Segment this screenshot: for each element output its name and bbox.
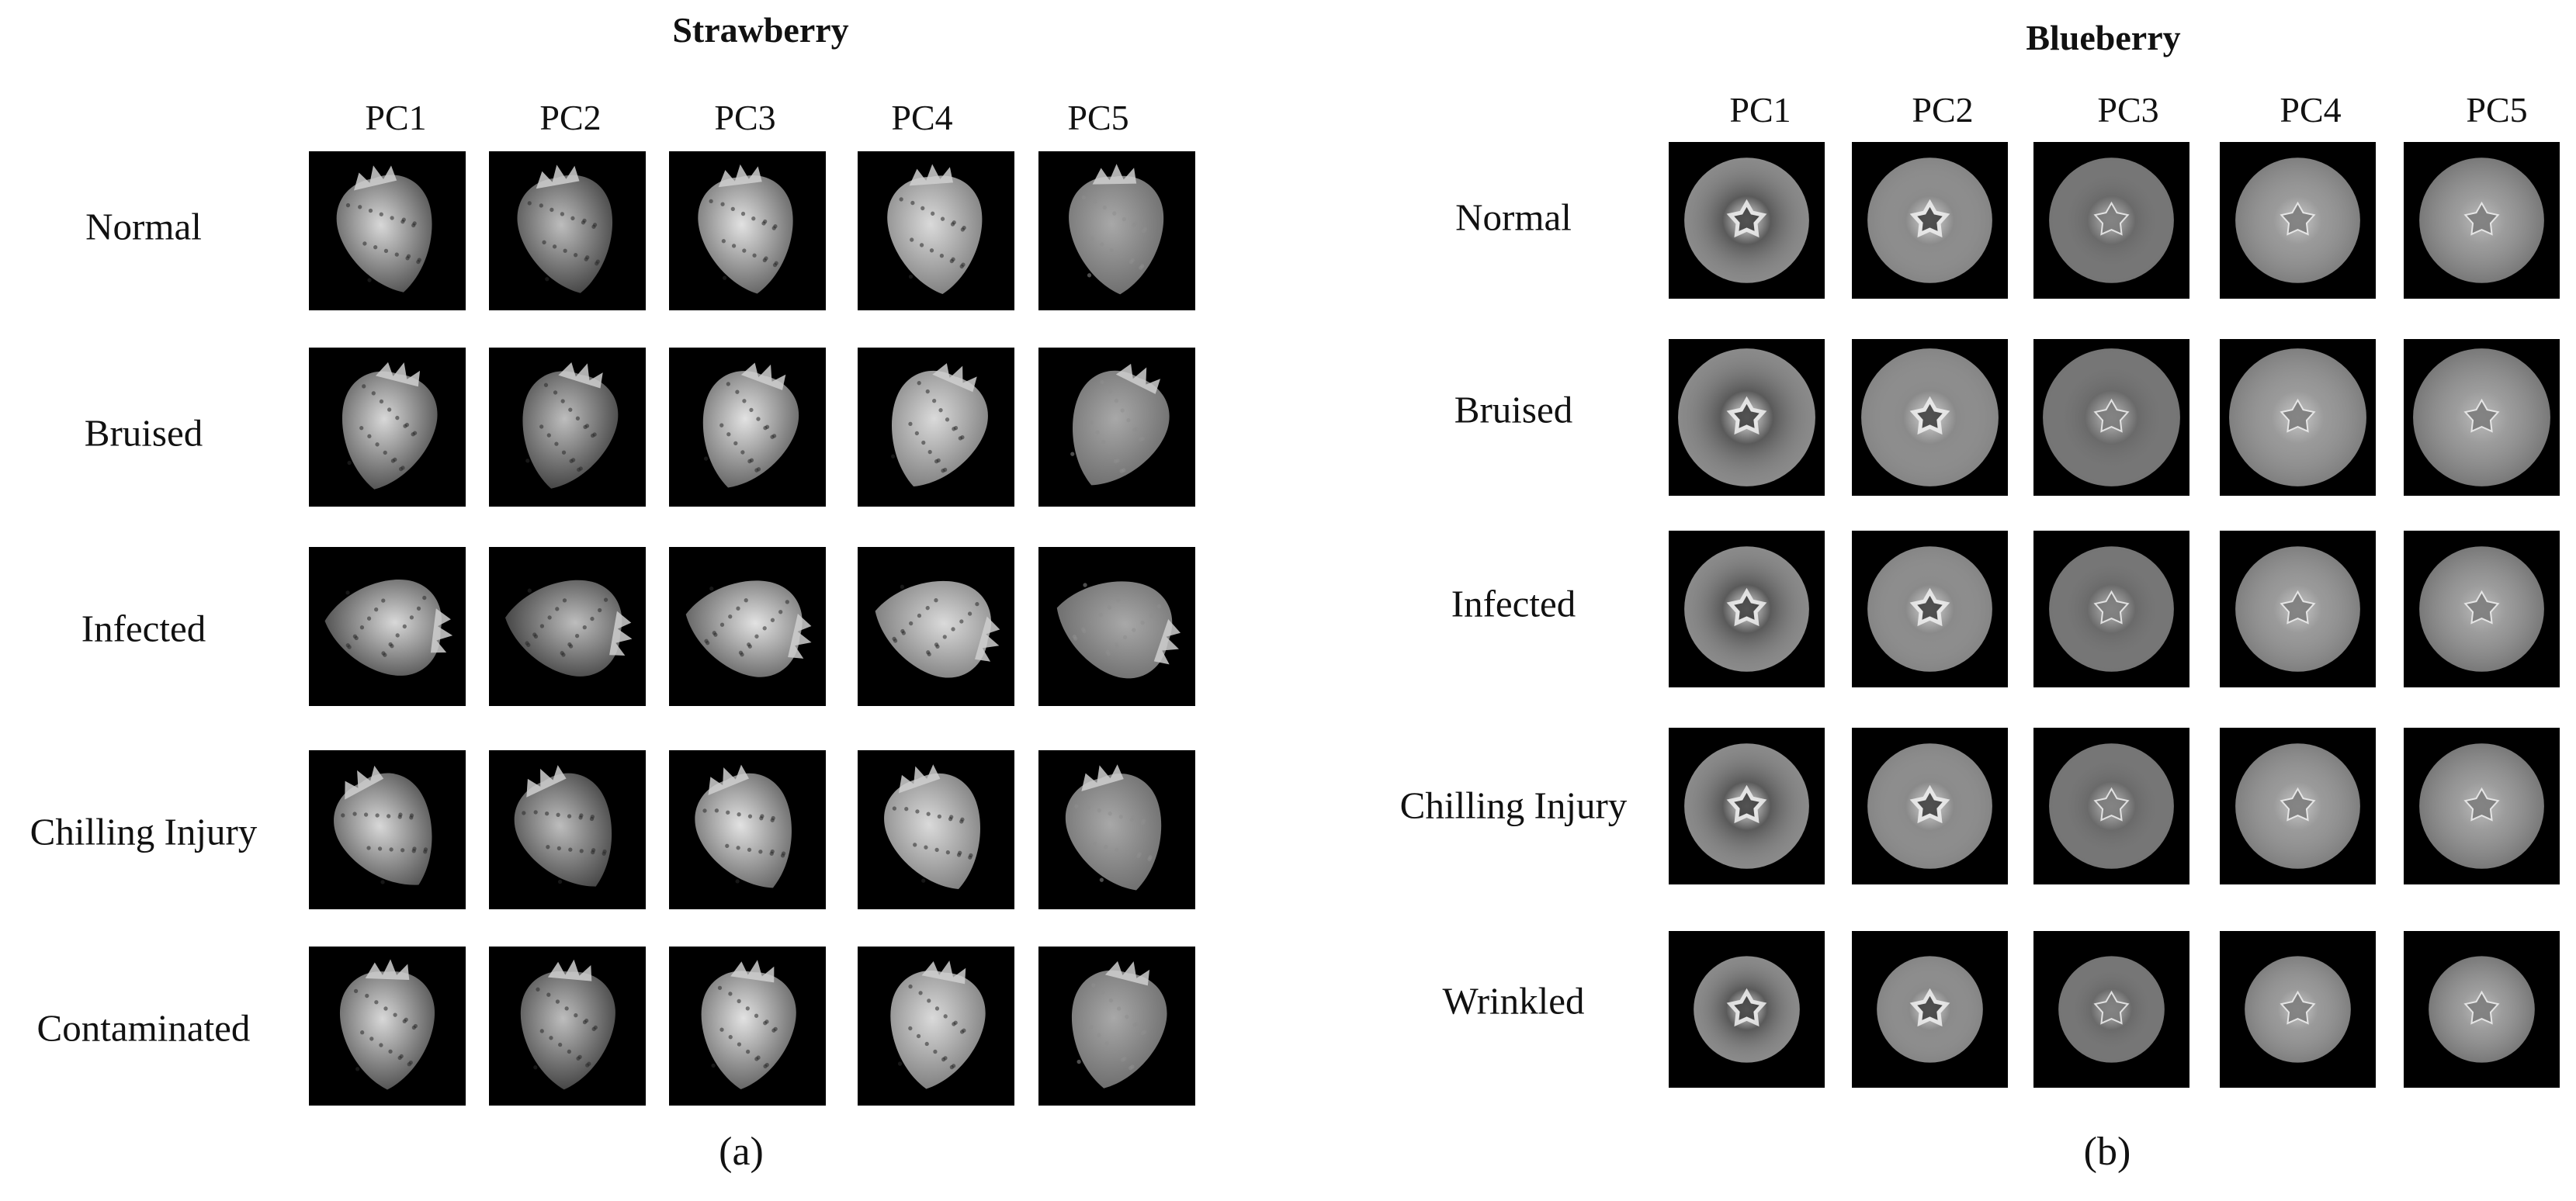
col-header-pc5: PC5 — [2466, 90, 2528, 130]
col-header-pc4: PC4 — [891, 98, 953, 137]
image-tile-chilling-injury-pc2 — [489, 750, 646, 909]
row-label-bruised: Bruised — [1454, 388, 1573, 431]
image-tile-wrinkled-pc2 — [1852, 931, 2008, 1088]
image-tile-bruised-pc3 — [669, 348, 826, 507]
col-header-pc1: PC1 — [1729, 90, 1791, 130]
image-tile-normal-pc1 — [1669, 142, 1825, 299]
image-tile-infected-pc1 — [309, 547, 466, 706]
image-tile-infected-pc2 — [1852, 531, 2008, 687]
col-header-pc3: PC3 — [714, 98, 776, 137]
image-tile-normal-pc4 — [858, 151, 1014, 310]
image-tile-contaminated-pc3 — [669, 947, 826, 1106]
caption-b: (b) — [2083, 1130, 2131, 1174]
image-tile-bruised-pc2 — [1852, 339, 2008, 496]
panel-strawberry: Strawberry PC1 PC2 PC3 PC4 PC5 Normal Br… — [0, 0, 1211, 1201]
image-tile-normal-pc2 — [1852, 142, 2008, 299]
image-tile-normal-pc3 — [2033, 142, 2189, 299]
image-tile-contaminated-pc5 — [1038, 947, 1195, 1106]
panel-title-strawberry: Strawberry — [672, 10, 849, 50]
row-label-contaminated: Contaminated — [36, 1006, 251, 1050]
col-header-pc3: PC3 — [2097, 90, 2159, 130]
image-tile-bruised-pc4 — [858, 348, 1014, 507]
col-header-pc2: PC2 — [539, 98, 602, 137]
image-tile-wrinkled-pc3 — [2033, 931, 2189, 1088]
panel-blueberry: Blueberry PC1 PC2 PC3 PC4 PC5 Normal Bru… — [1350, 0, 2576, 1201]
image-tile-contaminated-pc2 — [489, 947, 646, 1106]
row-label-infected: Infected — [81, 607, 206, 650]
image-tile-chilling-injury-pc2 — [1852, 728, 2008, 884]
image-tile-bruised-pc3 — [2033, 339, 2189, 496]
image-tile-bruised-pc5 — [1038, 348, 1195, 507]
image-tile-chilling-injury-pc5 — [1038, 750, 1195, 909]
col-header-pc2: PC2 — [1912, 90, 1974, 130]
row-label-normal: Normal — [1455, 196, 1572, 239]
image-tile-normal-pc1 — [309, 151, 466, 310]
image-tile-wrinkled-pc1 — [1669, 931, 1825, 1088]
image-tile-normal-pc3 — [669, 151, 826, 310]
row-label-normal: Normal — [85, 205, 202, 248]
image-tile-chilling-injury-pc1 — [1669, 728, 1825, 884]
row-label-bruised: Bruised — [84, 411, 203, 455]
image-tile-infected-pc1 — [1669, 531, 1825, 687]
image-tile-bruised-pc1 — [1669, 339, 1825, 496]
image-tile-infected-pc3 — [2033, 531, 2189, 687]
image-tile-bruised-pc5 — [2404, 339, 2560, 496]
image-tile-normal-pc4 — [2220, 142, 2376, 299]
image-tile-chilling-injury-pc1 — [309, 750, 466, 909]
image-tile-normal-pc5 — [1038, 151, 1195, 310]
image-tile-chilling-injury-pc3 — [669, 750, 826, 909]
image-tile-infected-pc4 — [858, 547, 1014, 706]
image-tile-infected-pc3 — [669, 547, 826, 706]
image-tile-bruised-pc1 — [309, 348, 466, 507]
image-tile-infected-pc2 — [489, 547, 646, 706]
image-tile-chilling-injury-pc3 — [2033, 728, 2189, 884]
col-header-pc4: PC4 — [2280, 90, 2342, 130]
image-tile-chilling-injury-pc4 — [858, 750, 1014, 909]
col-header-pc1: PC1 — [365, 98, 427, 137]
row-label-chilling-injury: Chilling Injury — [29, 810, 258, 853]
image-tile-normal-pc2 — [489, 151, 646, 310]
image-tile-wrinkled-pc4 — [2220, 931, 2376, 1088]
image-tile-bruised-pc4 — [2220, 339, 2376, 496]
image-tile-infected-pc5 — [1038, 547, 1195, 706]
image-tile-infected-pc5 — [2404, 531, 2560, 687]
image-tile-normal-pc5 — [2404, 142, 2560, 299]
caption-a: (a) — [719, 1130, 764, 1174]
panel-title-blueberry: Blueberry — [2026, 18, 2181, 57]
image-tile-bruised-pc2 — [489, 348, 646, 507]
image-tile-contaminated-pc4 — [858, 947, 1014, 1106]
image-tile-contaminated-pc1 — [309, 947, 466, 1106]
image-tile-wrinkled-pc5 — [2404, 931, 2560, 1088]
col-header-pc5: PC5 — [1067, 98, 1129, 137]
row-label-wrinkled: Wrinkled — [1442, 979, 1585, 1023]
row-label-infected: Infected — [1451, 582, 1576, 625]
row-label-chilling-injury: Chilling Injury — [1399, 784, 1628, 827]
image-tile-chilling-injury-pc5 — [2404, 728, 2560, 884]
image-tile-infected-pc4 — [2220, 531, 2376, 687]
image-tile-chilling-injury-pc4 — [2220, 728, 2376, 884]
